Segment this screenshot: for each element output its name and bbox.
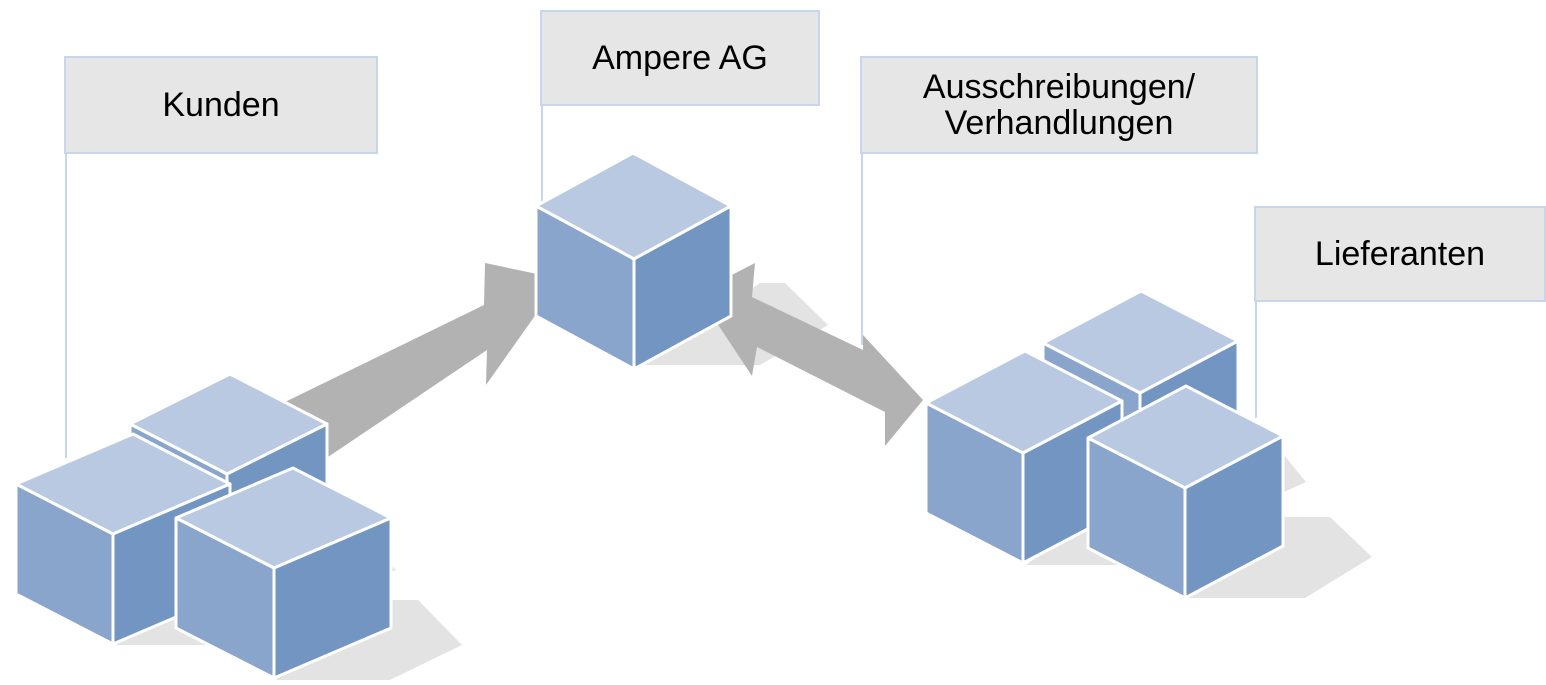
leader-lines (65, 104, 1257, 458)
cube-kunden-front-right-face (272, 516, 393, 680)
shadow-lieferanten-back (1284, 455, 1306, 492)
label-kunden-text: Kunden (162, 85, 280, 124)
label-kunden: Kunden (64, 56, 378, 154)
cube-lieferanten-front-right-face (1183, 434, 1285, 600)
arrow-kunden-to-ampere (285, 263, 561, 457)
label-ampere: Ampere AG (540, 10, 820, 106)
cube-ampere (534, 151, 733, 371)
label-ausschreibungen: Ausschreibungen/ Verhandlungen (860, 56, 1258, 154)
label-ausschreibungen-line1: Ausschreibungen/ (922, 67, 1196, 106)
cube-ampere-right-face (632, 204, 733, 371)
arrow-ampere-lieferanten (697, 263, 923, 446)
shadow-kunden-front (276, 600, 462, 680)
cube-kunden-front (174, 466, 393, 680)
cube-lieferanten-front (1086, 384, 1285, 600)
shadow-lieferanten-front (1188, 517, 1372, 598)
label-ampere-text: Ampere AG (592, 38, 768, 77)
cubes (14, 151, 1285, 680)
label-ausschreibungen-line2: Verhandlungen (944, 104, 1174, 142)
label-lieferanten: Lieferanten (1254, 206, 1546, 302)
label-lieferanten-text: Lieferanten (1314, 234, 1486, 273)
